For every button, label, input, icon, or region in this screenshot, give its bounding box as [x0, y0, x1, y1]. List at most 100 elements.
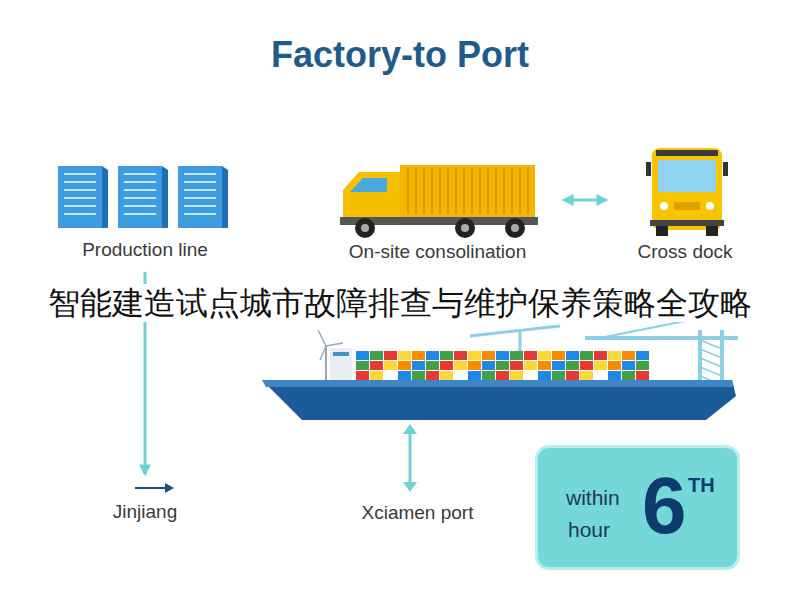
container-rib	[463, 168, 465, 214]
container-rib	[503, 168, 505, 214]
direction-arrow	[135, 487, 167, 489]
turbine-blade	[318, 330, 326, 346]
container	[482, 371, 495, 380]
container	[608, 351, 621, 360]
server-body	[58, 166, 102, 228]
container	[566, 371, 579, 380]
container	[384, 351, 397, 360]
port-arrow	[409, 432, 412, 484]
container	[636, 371, 649, 380]
container	[440, 351, 453, 360]
container-rib	[431, 168, 433, 214]
container	[524, 361, 537, 370]
title: Factory-to Port	[0, 34, 800, 76]
server-side	[162, 166, 168, 228]
node-label: On-site consolination	[315, 242, 560, 263]
container-rib	[447, 168, 449, 214]
container-rib	[527, 168, 529, 214]
container	[384, 361, 397, 370]
flow-arrow	[564, 199, 606, 202]
container	[510, 351, 523, 360]
container	[538, 351, 551, 360]
container	[412, 361, 425, 370]
server-slot	[124, 205, 156, 207]
container	[468, 351, 481, 360]
container	[608, 361, 621, 370]
truck-window	[350, 178, 387, 192]
container	[538, 361, 551, 370]
truck-wheel	[355, 218, 375, 238]
container-rib	[415, 168, 417, 214]
container-rib	[487, 168, 489, 214]
container-rib	[519, 168, 521, 214]
bus-headlight	[660, 202, 668, 210]
container	[412, 351, 425, 360]
crane-lattice	[700, 367, 722, 376]
container-rib	[479, 168, 481, 214]
server-slot	[64, 181, 96, 183]
container	[580, 351, 593, 360]
server-slot	[64, 197, 96, 199]
server-slot	[184, 173, 216, 175]
container	[426, 361, 439, 370]
node-label: Xciamen port	[320, 503, 515, 524]
server-slot	[184, 205, 216, 207]
container-rib	[423, 168, 425, 214]
container	[496, 351, 509, 360]
container-stack	[356, 351, 649, 380]
container	[510, 361, 523, 370]
container	[552, 371, 565, 380]
container	[412, 371, 425, 380]
container-rib	[455, 168, 457, 214]
server-side	[102, 166, 108, 228]
port-arrowhead	[403, 482, 417, 492]
container	[538, 371, 551, 380]
container	[524, 351, 537, 360]
server-slot	[64, 189, 96, 191]
consolidation-truck: On-site consolination	[315, 150, 560, 268]
turbine-blade	[326, 343, 343, 346]
container	[468, 361, 481, 370]
node-label: Jinjiang	[95, 502, 195, 523]
truck-wheel	[505, 218, 525, 238]
container	[398, 351, 411, 360]
container	[468, 371, 481, 380]
container-rib	[471, 168, 473, 214]
container	[552, 351, 565, 360]
crane-boom	[470, 326, 560, 336]
container	[370, 361, 383, 370]
wheel-hub	[461, 224, 469, 232]
server-slot	[124, 197, 156, 199]
bus-sign	[656, 150, 718, 156]
server-slot	[64, 173, 96, 175]
ship-hull	[262, 380, 736, 420]
port-label: Xciamen port	[320, 500, 515, 530]
container	[370, 351, 383, 360]
container	[622, 351, 635, 360]
container	[482, 351, 495, 360]
bus-body	[652, 148, 722, 230]
container	[454, 361, 467, 370]
time-text: hour	[568, 518, 610, 541]
server-slot	[64, 213, 96, 215]
container	[566, 361, 579, 370]
bus-wheel	[656, 226, 668, 236]
turbine-pole	[325, 346, 327, 382]
hull-stripe	[262, 380, 734, 387]
container-rib	[439, 168, 441, 214]
server-slot	[184, 213, 216, 215]
truck-container	[400, 165, 535, 217]
server-body	[118, 166, 162, 228]
container	[356, 351, 369, 360]
server-slot	[124, 173, 156, 175]
container	[426, 351, 439, 360]
container	[580, 371, 593, 380]
server-slot	[184, 189, 216, 191]
container	[426, 371, 439, 380]
container-rib	[407, 168, 409, 214]
ship-bridge	[330, 348, 352, 380]
container	[594, 361, 607, 370]
wheel-hub	[361, 224, 369, 232]
server-slot	[124, 181, 156, 183]
